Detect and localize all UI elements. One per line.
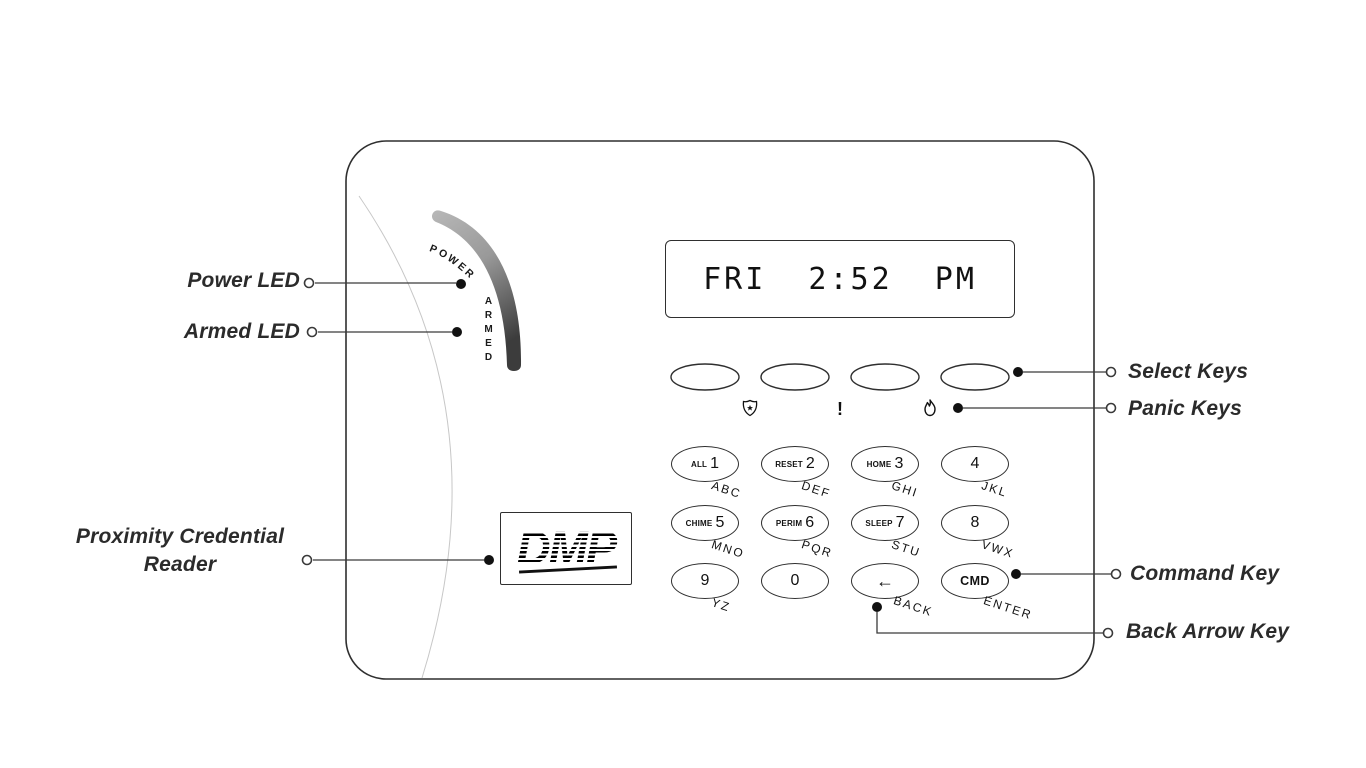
command-key[interactable]: CMD [941, 563, 1009, 599]
body-contour-line [358, 195, 453, 679]
callout-command-key: Command Key [1130, 562, 1280, 585]
key-6-digit: 6 [805, 514, 815, 531]
key-8-digit: 8 [970, 514, 980, 531]
key-4[interactable]: 4 [941, 446, 1009, 482]
key-7-letters: STU [889, 537, 923, 560]
callout-proximity-line1: Proximity Credential [75, 525, 285, 548]
back-key-letters: BACK [891, 593, 935, 620]
proximity-reader: DMP [500, 512, 632, 585]
panic-keys-callout [953, 402, 1117, 414]
key-6-perim[interactable]: PERIM 6 [761, 505, 829, 541]
command-key-letters: ENTER [981, 593, 1035, 623]
callout-back-arrow-key: Back Arrow Key [1126, 620, 1290, 643]
lcd-text: FRI 2:52 PM [703, 261, 977, 297]
key-2-digit: 2 [805, 455, 815, 472]
key-3-label: HOME [866, 459, 892, 469]
key-1-label: ALL [690, 459, 708, 469]
key-6-letters: PQR [799, 537, 835, 561]
power-led-dot [456, 279, 466, 289]
key-6-label: PERIM [775, 518, 803, 528]
callout-proximity-line2: Reader [143, 553, 217, 576]
proximity-reader-callout [301, 554, 494, 566]
key-5-digit: 5 [715, 514, 725, 531]
command-key-label: CMD [960, 574, 990, 588]
key-7-sleep[interactable]: SLEEP 7 [851, 505, 919, 541]
lcd-display: FRI 2:52 PM [665, 240, 1015, 318]
callout-select-keys: Select Keys [1128, 360, 1249, 383]
key-5-label: CHIME [685, 518, 713, 528]
key-2-reset[interactable]: RESET 2 [761, 446, 829, 482]
back-arrow-icon: ← [876, 570, 894, 591]
key-7-label: SLEEP [865, 518, 893, 528]
fire-icon[interactable] [924, 399, 936, 417]
key-8[interactable]: 8 [941, 505, 1009, 541]
callout-panic-keys: Panic Keys [1128, 397, 1243, 420]
key-5-letters: MNO [709, 537, 747, 562]
key-8-letters: VWX [979, 537, 1016, 561]
armed-led-dot [452, 327, 462, 337]
dmp-logo: DMP [516, 521, 617, 574]
select-key-2[interactable] [760, 363, 830, 391]
key-4-letters: JKL [979, 478, 1010, 500]
key-3-letters: GHI [889, 478, 921, 501]
police-badge-icon[interactable] [742, 399, 758, 417]
key-7-digit: 7 [895, 514, 905, 531]
key-0[interactable]: 0 [761, 563, 829, 599]
select-key-1[interactable] [670, 363, 740, 391]
key-5-chime[interactable]: CHIME 5 [671, 505, 739, 541]
key-3-home[interactable]: HOME 3 [851, 446, 919, 482]
armed-led-callout [306, 326, 452, 338]
callout-proximity-reader: Proximity Credential Reader [55, 523, 305, 579]
select-key-3[interactable] [850, 363, 920, 391]
key-2-letters: DEF [799, 478, 833, 501]
command-key-callout [1011, 568, 1122, 580]
emergency-exclamation-icon[interactable]: ! [837, 399, 843, 419]
callout-armed-led: Armed LED [183, 320, 300, 343]
select-key-4[interactable] [940, 363, 1010, 391]
led-lightbar [432, 210, 522, 371]
armed-label-text: ARMED [483, 296, 494, 366]
back-arrow-key[interactable]: ← [851, 563, 919, 599]
key-1-digit: 1 [710, 455, 720, 472]
key-0-digit: 0 [790, 572, 800, 589]
key-4-digit: 4 [970, 455, 980, 472]
back-arrow-key-callout [872, 602, 1114, 639]
callout-power-led: Power LED [187, 269, 300, 292]
key-9-digit: 9 [700, 572, 710, 589]
select-keys-callout [1013, 366, 1117, 378]
key-9[interactable]: 9 [671, 563, 739, 599]
key-3-digit: 3 [894, 455, 904, 472]
key-1-all[interactable]: ALL 1 [671, 446, 739, 482]
key-1-letters: ABC [709, 478, 744, 502]
power-led-callout [303, 277, 456, 289]
key-9-letters: YZ [709, 595, 733, 615]
key-2-label: RESET [775, 459, 803, 469]
